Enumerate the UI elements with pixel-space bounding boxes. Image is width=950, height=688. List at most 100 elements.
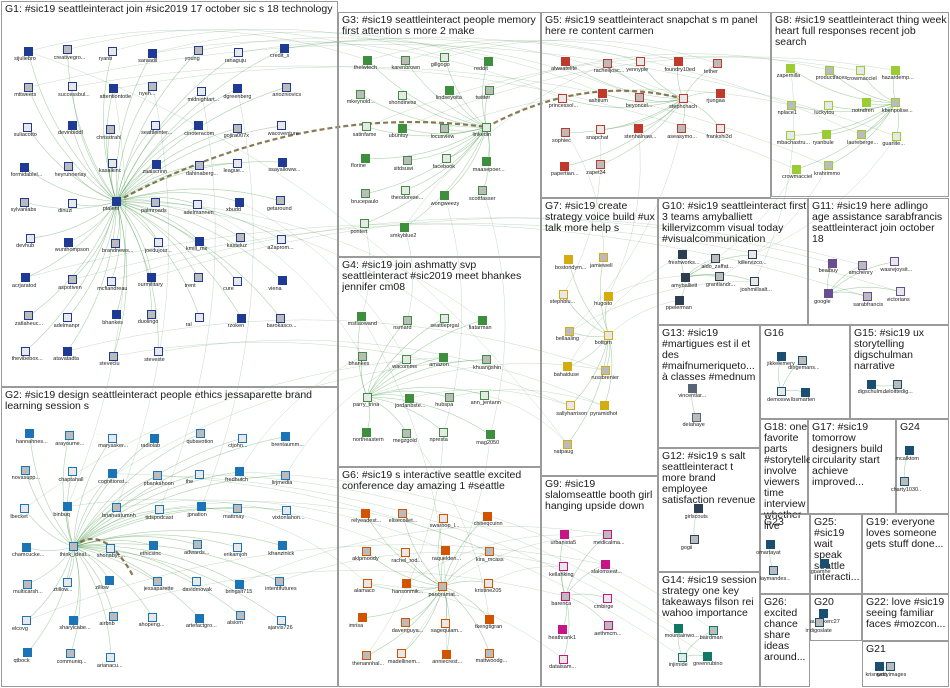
node-label: devinbiddl (58, 130, 83, 137)
network-node (237, 313, 247, 323)
network-node (106, 276, 116, 286)
node-label: kasteluz (226, 242, 247, 249)
network-node (149, 541, 159, 551)
network-node (694, 504, 704, 514)
node-label: brentaumm... (271, 441, 304, 448)
group-title: G24 (900, 422, 920, 433)
node-label: injirnide (668, 662, 688, 669)
node-label: rachelljosc... (593, 68, 625, 75)
node-label: league... (223, 168, 245, 174)
network-node (557, 625, 567, 635)
node-label: reddit (474, 66, 488, 73)
network-node (195, 312, 205, 322)
network-node (153, 576, 163, 586)
node-label: crowmacciel (782, 174, 813, 181)
network-node (440, 618, 450, 628)
node-label: qtbock (13, 657, 30, 664)
node-label: snapchat (586, 134, 609, 141)
network-node (398, 123, 408, 133)
network-node (858, 260, 868, 270)
network-node (438, 352, 448, 362)
node-label: wacomms (392, 364, 417, 371)
node-label: fiatarman (468, 325, 492, 332)
network-node (678, 652, 688, 662)
node-label: dinuzi (58, 208, 73, 215)
network-node (67, 82, 77, 92)
node-label: ethicsinc (139, 550, 162, 557)
node-label: mag2050 (476, 439, 500, 446)
group-panel-g26: G26: excited chance share ideas around..… (760, 594, 810, 687)
network-node (800, 387, 810, 397)
network-node (867, 379, 877, 389)
network-node (715, 124, 725, 134)
node-label: mkeynold... (346, 99, 375, 106)
network-node (64, 162, 74, 172)
node-label: ashtium (588, 98, 608, 105)
network-node (604, 330, 614, 340)
network-node (25, 429, 35, 439)
group-title: G25: #sic19 wait speak seattle interacti… (814, 517, 860, 584)
node-label: stenhalnaw... (624, 133, 657, 140)
node-label: luckytou (814, 110, 835, 117)
group-title: G15: #sic19 ux storytelling digschulman … (854, 328, 925, 373)
network-node (855, 66, 865, 76)
network-node (560, 591, 570, 601)
node-label: tkengtigran (475, 624, 503, 631)
network-node (21, 273, 31, 283)
network-node (154, 238, 164, 248)
node-label: kbenpolise... (881, 107, 913, 114)
network-node (564, 255, 574, 265)
node-label: getaround (266, 205, 292, 212)
node-label: thenannhal... (352, 660, 385, 667)
node-label: khuangshin (472, 364, 502, 371)
network-node (21, 465, 31, 475)
network-node (402, 428, 412, 438)
node-label: viena (268, 285, 282, 292)
network-node (595, 125, 605, 135)
network-node (787, 100, 797, 110)
network-node (359, 219, 369, 229)
network-node (194, 46, 204, 55)
network-node (233, 542, 242, 552)
network-node (484, 578, 494, 588)
node-label: bahaiduse (553, 371, 580, 378)
network-node (192, 200, 202, 210)
network-node (20, 162, 30, 172)
network-node (485, 430, 495, 440)
node-label: mcfiandreau (97, 286, 128, 293)
network-node (23, 122, 33, 132)
node-label: lbecket (10, 513, 28, 520)
network-node (399, 223, 409, 233)
node-label: adwards... (183, 549, 210, 556)
node-label: chiseqcuinn (473, 521, 503, 528)
network-node (193, 540, 203, 550)
network-node (713, 59, 723, 69)
node-label: young (184, 55, 200, 62)
network-node (797, 355, 807, 365)
network-node (23, 46, 33, 56)
network-node (67, 467, 77, 477)
network-node (150, 198, 160, 208)
node-label: chamcucke... (12, 552, 45, 559)
network-node (673, 57, 683, 67)
network-node (874, 662, 884, 672)
node-label: mttweets (14, 92, 37, 99)
network-node (822, 130, 832, 140)
network-node (279, 43, 289, 53)
node-label: pyramidhot (590, 410, 618, 417)
node-label: aseasymo... (667, 133, 697, 140)
network-node (441, 546, 451, 556)
network-node (710, 254, 720, 264)
network-node (356, 89, 366, 99)
node-label: ztillow... (53, 587, 73, 594)
node-label: natpaug (553, 449, 574, 456)
node-label: lbsmarten (791, 397, 816, 404)
group-title: G14: #sic19 session strategy one key tak… (662, 575, 757, 620)
network-node (107, 433, 117, 443)
node-label: russbrenier (591, 375, 619, 382)
node-label: zaaiscrinn (142, 169, 168, 176)
node-label: ppelerman (665, 305, 692, 312)
group-panel-g25: G25: #sic19 wait speak seattle interacti… (810, 514, 862, 594)
network-node (404, 393, 414, 403)
node-label: zapet34 (586, 169, 606, 176)
